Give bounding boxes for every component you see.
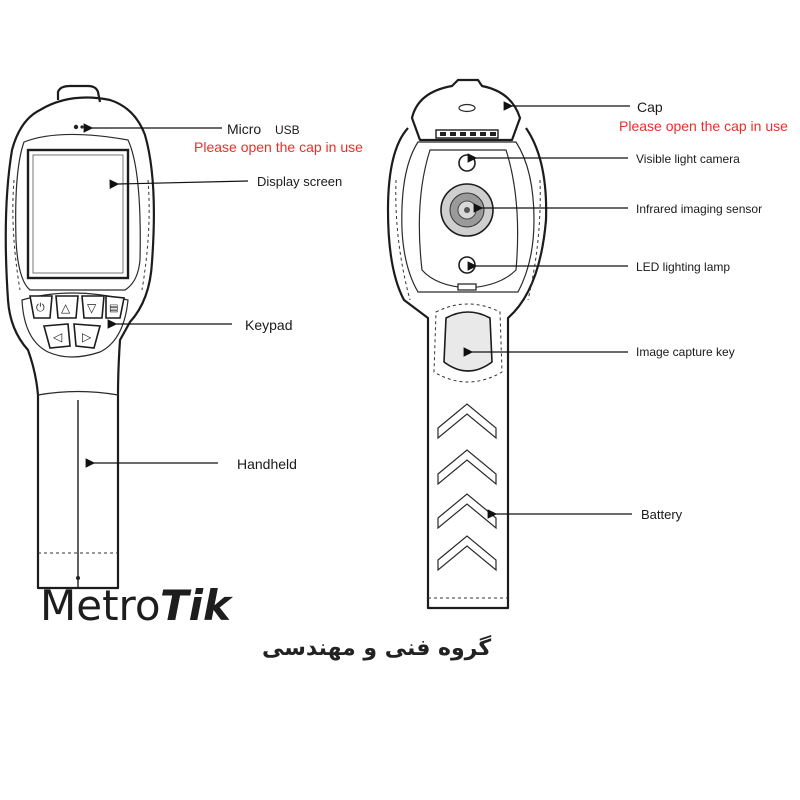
cap-note-right: Please open the cap in use <box>619 118 788 134</box>
keypad: ⏻ △ ▽ ▤ ◁ ▷ <box>29 295 125 349</box>
visible-light-camera <box>458 154 476 172</box>
lens-cap <box>410 78 522 142</box>
cap-hinge <box>435 129 499 139</box>
usb-cap-tab <box>56 84 102 103</box>
image-capture-key-label: Image capture key <box>636 345 735 359</box>
led-lamp-label: LED lighting lamp <box>636 260 730 274</box>
left-key[interactable] <box>42 323 71 349</box>
menu-key[interactable] <box>105 295 125 319</box>
display-screen-label: Display screen <box>257 174 342 189</box>
up-arrow-icon: △ <box>61 301 71 315</box>
callouts-right <box>463 101 632 519</box>
battery-grip <box>437 403 497 572</box>
visible-light-camera-label: Visible light camera <box>636 152 740 166</box>
up-key[interactable] <box>55 295 79 319</box>
left-arrow-icon: ◁ <box>53 330 63 344</box>
micro-usb-label: Micro <box>227 121 261 137</box>
back-view-device <box>386 78 548 610</box>
brand-logo: Metro Tik گروه فنی و مهندسی <box>40 581 491 661</box>
infrared-sensor-label: Infrared imaging sensor <box>636 202 762 216</box>
menu-icon: ▤ <box>109 303 118 314</box>
back-body-outline <box>386 127 548 610</box>
battery-label: Battery <box>641 507 683 522</box>
led-lamp <box>458 256 476 274</box>
keypad-area <box>21 292 129 358</box>
down-key[interactable] <box>81 295 105 319</box>
cap-label: Cap <box>637 99 663 115</box>
power-icon: ⏻ <box>36 302 45 314</box>
right-key[interactable] <box>73 323 102 349</box>
right-arrow-icon: ▷ <box>82 330 92 344</box>
infrared-sensor <box>440 183 494 237</box>
handle-top-seam <box>37 390 119 396</box>
power-key[interactable] <box>29 295 53 319</box>
image-capture-key[interactable] <box>443 311 493 372</box>
down-arrow-icon: ▽ <box>87 301 97 315</box>
micro-usb-port <box>73 124 79 130</box>
keypad-label: Keypad <box>245 317 292 333</box>
brand-name-part1: Metro <box>40 581 161 630</box>
handheld-label: Handheld <box>237 456 297 472</box>
brand-name-part2: Tik <box>160 581 234 630</box>
cap-note-left: Please open the cap in use <box>194 139 363 155</box>
display-screen <box>26 148 130 280</box>
micro-usb-label-b: USB <box>275 123 300 137</box>
front-body-outline <box>4 96 155 590</box>
front-view-device: ⏻ △ ▽ ▤ ◁ ▷ <box>4 84 155 590</box>
brand-subtitle: گروه فنی و مهندسی <box>262 634 491 661</box>
callouts-left <box>83 123 249 468</box>
